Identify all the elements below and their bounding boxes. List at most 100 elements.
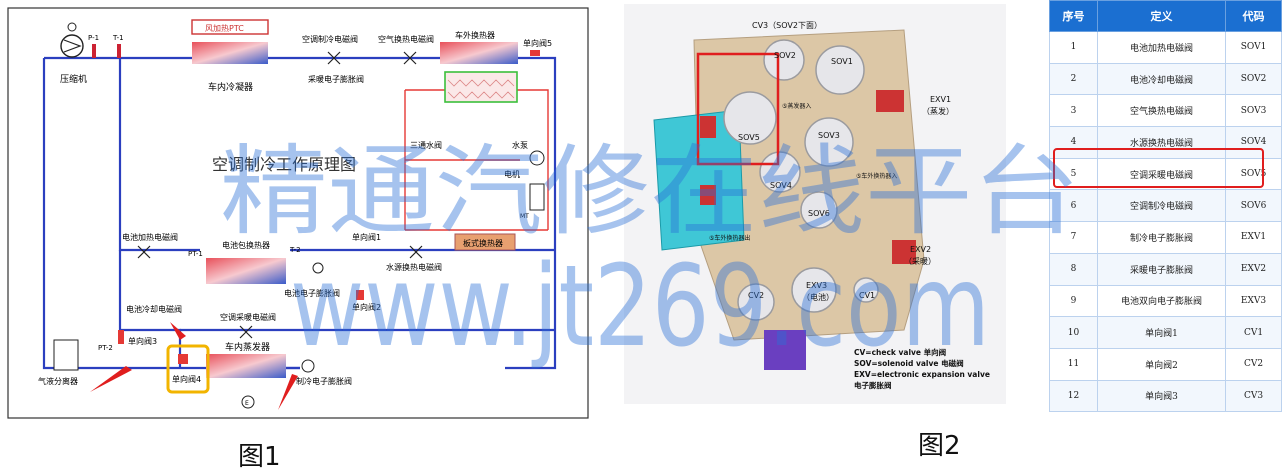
cell-definition: 单向阀2 bbox=[1097, 347, 1226, 381]
cell-index: 11 bbox=[1049, 347, 1098, 381]
ac-cool-sv-label: 空调制冷电磁阀 bbox=[302, 34, 358, 44]
cell-definition: 制冷电子膨胀阀 bbox=[1097, 221, 1226, 254]
arrow-2 bbox=[90, 366, 132, 392]
cell-definition: 电池加热电磁阀 bbox=[1097, 31, 1226, 64]
bat-heat-sv-label: 电池加热电磁阀 bbox=[122, 232, 178, 242]
outer-hx-block bbox=[440, 42, 518, 64]
water-pump-label: 水泵 bbox=[512, 140, 528, 150]
cv2-label: CV2 bbox=[748, 291, 764, 300]
cell-index: 7 bbox=[1049, 221, 1098, 254]
legend-cv: CV=check valve 单向阀 bbox=[854, 347, 946, 357]
cell-definition: 电池冷却电磁阀 bbox=[1097, 62, 1226, 96]
header-index: 序号 bbox=[1049, 0, 1098, 32]
cv3-label: CV3（SOV2下面） bbox=[752, 21, 822, 30]
figure1-caption: 图1 bbox=[238, 442, 281, 472]
t1-label: T-1 bbox=[112, 34, 124, 42]
sov1-label: SOV1 bbox=[831, 57, 853, 66]
cell-index: 9 bbox=[1049, 284, 1098, 318]
bat-exv-label: 电池电子膨胀阀 bbox=[284, 288, 340, 298]
exv1-label: EXV1 bbox=[930, 95, 951, 104]
cell-index: 4 bbox=[1049, 126, 1098, 159]
cell-code: EXV1 bbox=[1225, 221, 1282, 254]
p1-label: P-1 bbox=[88, 34, 99, 42]
water-sv-label: 水源换热电磁阀 bbox=[386, 262, 442, 272]
schematic-title: 空调制冷工作原理图 bbox=[212, 155, 356, 174]
accumulator-label: 气液分离器 bbox=[38, 376, 78, 386]
sov6-label: SOV6 bbox=[808, 209, 830, 218]
sov2-label: SOV2 bbox=[774, 51, 796, 60]
condenser-label: 车内冷凝器 bbox=[208, 81, 253, 93]
port-evap-in: ⑤蒸发器入 bbox=[782, 102, 811, 110]
compressor-symbol bbox=[60, 22, 84, 58]
legend-sov: SOV=solenoid valve 电磁阀 bbox=[854, 358, 964, 368]
cell-code: EXV2 bbox=[1225, 252, 1282, 286]
check1-label: 单向阀1 bbox=[352, 232, 381, 242]
air-sv-label: 空气换热电磁阀 bbox=[378, 34, 434, 44]
arrow-1 bbox=[170, 322, 186, 340]
motor-label: 电机 bbox=[504, 169, 520, 179]
cell-definition: 电池双向电子膨胀阀 bbox=[1097, 284, 1226, 318]
cell-definition: 单向阀1 bbox=[1097, 316, 1226, 349]
sov5-label: SOV5 bbox=[738, 133, 760, 142]
check3-label: 单向阀3 bbox=[128, 336, 157, 346]
bat-cool-sv-label: 电池冷却电磁阀 bbox=[126, 304, 182, 314]
cell-definition: 单向阀3 bbox=[1097, 379, 1226, 413]
cell-index: 3 bbox=[1049, 94, 1098, 128]
compressor-label: 压缩机 bbox=[60, 73, 87, 85]
check4-label: 单向阀4 bbox=[172, 374, 201, 384]
table-header-row: 序号 定义 代码 bbox=[1049, 0, 1282, 32]
cell-code: CV2 bbox=[1225, 347, 1282, 381]
legend-exv: EXV=electronic expansion valve bbox=[854, 370, 990, 379]
cell-index: 1 bbox=[1049, 31, 1098, 64]
ac-heat-sv-label: 空调采暖电磁阀 bbox=[220, 312, 276, 322]
cell-code: SOV6 bbox=[1225, 189, 1282, 223]
evaporator-label: 车内蒸发器 bbox=[225, 341, 270, 353]
cell-definition: 空气换热电磁阀 bbox=[1097, 94, 1226, 128]
cell-code: SOV2 bbox=[1225, 62, 1282, 96]
cell-code: SOV5 bbox=[1225, 157, 1282, 191]
check2-label: 单向阀2 bbox=[352, 302, 381, 312]
pt1-label: PT-1 bbox=[188, 250, 203, 258]
cell-code: CV1 bbox=[1225, 316, 1282, 349]
outer-hx-label: 车外换热器 bbox=[455, 30, 495, 40]
condenser-block bbox=[192, 42, 268, 64]
refrigerant-schematic: 压缩机 P-1 T-1 风加热PTC 车内冷凝器 空调制冷电磁阀 采暖电子膨胀阀… bbox=[7, 7, 589, 419]
accumulator-symbol bbox=[53, 339, 79, 371]
sov5-highlight bbox=[696, 52, 780, 166]
port-outer-out: ⑤车外换热器出 bbox=[709, 234, 750, 242]
cell-index: 8 bbox=[1049, 252, 1098, 286]
row5-highlight bbox=[1053, 148, 1264, 188]
pt2-label: PT-2 bbox=[98, 344, 113, 352]
mt-label: MT bbox=[520, 213, 529, 220]
cool-exv-label: 制冷电子膨胀阀 bbox=[296, 376, 352, 386]
bat-hx-label: 电池包换热器 bbox=[222, 240, 270, 250]
check4-highlight bbox=[166, 344, 210, 394]
cell-code: EXV3 bbox=[1225, 284, 1282, 318]
arrow-3 bbox=[278, 374, 298, 410]
plate-hx-label: 板式换热器 bbox=[463, 238, 503, 248]
port-outer-in: ⑤车外换热器入 bbox=[856, 172, 897, 180]
cell-definition: 空调制冷电磁阀 bbox=[1097, 189, 1226, 223]
exv3-label: EXV3 bbox=[806, 281, 827, 290]
three-way-label: 三通水阀 bbox=[410, 140, 442, 150]
ptc-label: 风加热PTC bbox=[205, 23, 244, 33]
cell-index: 10 bbox=[1049, 316, 1098, 349]
cell-index: 6 bbox=[1049, 189, 1098, 223]
legend-exv-cn: 电子膨胀阀 bbox=[854, 380, 892, 390]
outer-hx-fins bbox=[444, 71, 518, 103]
heat-exv-label: 采暖电子膨胀阀 bbox=[308, 74, 364, 84]
exv3-sub-label: （电池） bbox=[802, 292, 834, 302]
cell-definition: 水源换热电磁阀 bbox=[1097, 126, 1226, 159]
